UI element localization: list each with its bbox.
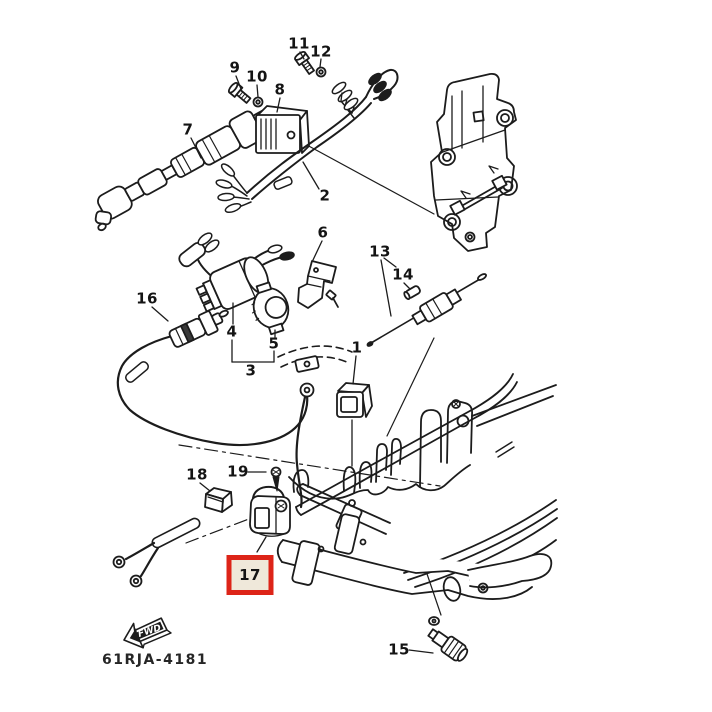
part-14-collar bbox=[403, 285, 421, 301]
callout-6[interactable]: 6 bbox=[317, 223, 329, 242]
part-5-ring-bracket bbox=[251, 281, 290, 336]
part-11-bolt bbox=[294, 50, 315, 75]
callout-8[interactable]: 8 bbox=[274, 80, 286, 99]
callout-16[interactable]: 16 bbox=[136, 289, 158, 308]
part-15-plug bbox=[427, 616, 469, 662]
part-19-screw bbox=[270, 466, 282, 492]
callout-11[interactable]: 11 bbox=[288, 34, 310, 53]
callout-3[interactable]: 3 bbox=[245, 361, 257, 380]
callout-13[interactable]: 13 bbox=[369, 242, 391, 261]
callout-7[interactable]: 7 bbox=[182, 120, 194, 139]
part-17-holder bbox=[249, 485, 291, 537]
part-6-clamp-bracket bbox=[297, 260, 339, 309]
callout-4[interactable]: 4 bbox=[226, 322, 238, 341]
part-12-washer bbox=[315, 66, 327, 78]
part-13-thermo-switch bbox=[366, 273, 487, 347]
callout-15[interactable]: 15 bbox=[388, 640, 410, 659]
callout-2[interactable]: 2 bbox=[319, 186, 331, 205]
part-16-coil bbox=[116, 309, 315, 509]
callout-10[interactable]: 10 bbox=[246, 67, 268, 86]
callout-19[interactable]: 19 bbox=[227, 462, 249, 481]
part-1-grommet bbox=[336, 382, 373, 418]
leader-lines bbox=[151, 51, 434, 654]
callout-17[interactable]: 17 bbox=[226, 555, 274, 595]
callout-12[interactable]: 12 bbox=[310, 42, 332, 61]
part-8-rectifier bbox=[255, 105, 310, 154]
part-2-wire-harness bbox=[215, 68, 399, 214]
part-18-clip bbox=[204, 487, 233, 513]
callout-5[interactable]: 5 bbox=[268, 334, 280, 353]
wire-clamp bbox=[294, 355, 320, 373]
callout-18[interactable]: 18 bbox=[186, 465, 208, 484]
callout-14[interactable]: 14 bbox=[392, 265, 414, 284]
mount-bar-assembly bbox=[276, 483, 553, 602]
callout-1[interactable]: 1 bbox=[351, 338, 363, 357]
engine-bracket bbox=[430, 72, 518, 252]
ground-lead bbox=[112, 517, 201, 588]
part-9-bolt bbox=[227, 82, 252, 104]
diagram-code: 61RJA-4181 bbox=[102, 652, 209, 668]
callout-9[interactable]: 9 bbox=[229, 58, 241, 77]
